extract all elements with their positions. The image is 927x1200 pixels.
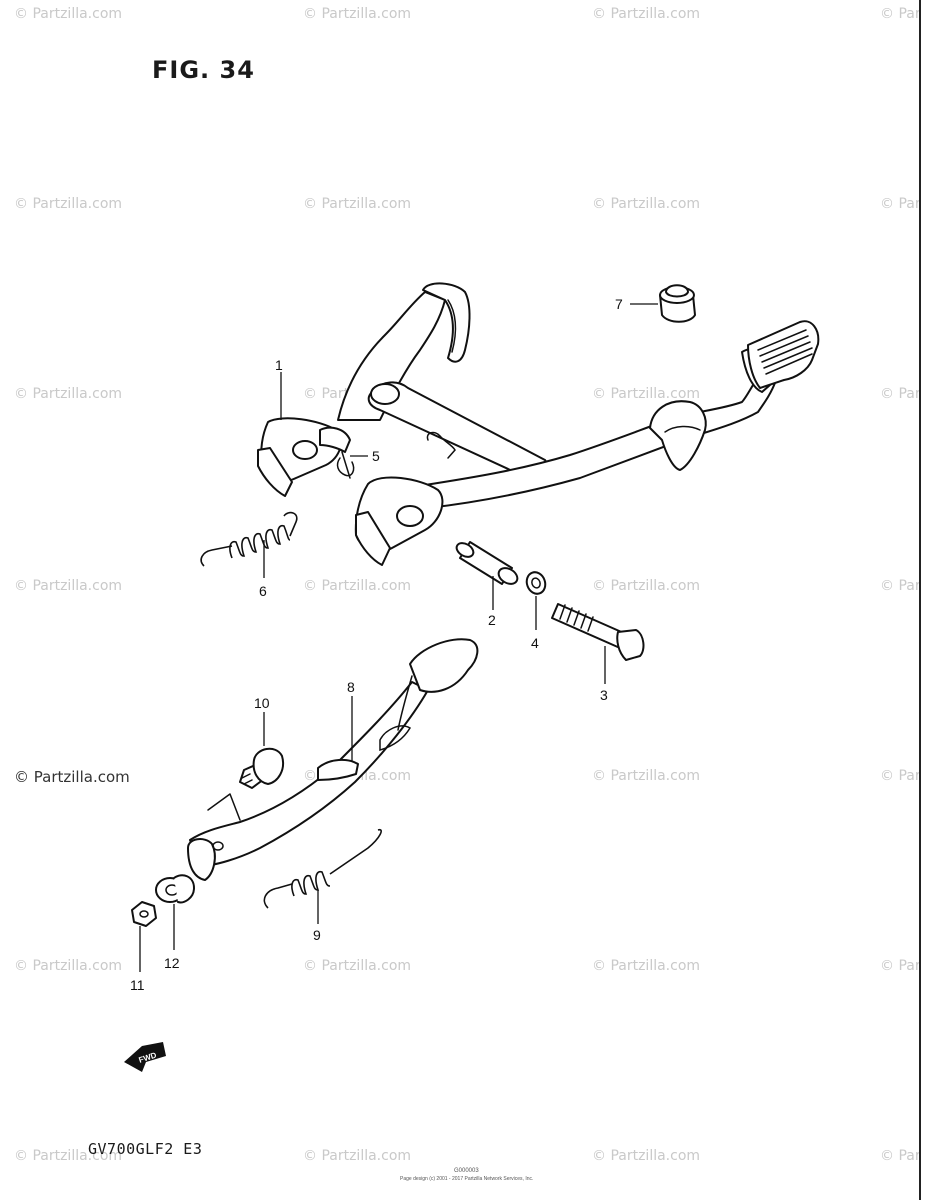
watermark: © Partzilla.com xyxy=(303,1148,412,1164)
stand-spring-lower[interactable] xyxy=(263,828,382,909)
forward-direction-icon: FWD xyxy=(124,1042,166,1072)
stopper-rubber[interactable] xyxy=(659,284,696,323)
center-stand-frame[interactable] xyxy=(257,282,820,566)
watermark: © Partzilla.com xyxy=(303,578,412,594)
leader-lines xyxy=(139,303,658,972)
callout-10: 10 xyxy=(254,695,270,711)
watermark: © Par xyxy=(880,196,921,212)
watermark: © Par xyxy=(880,6,921,22)
cotter-pin[interactable] xyxy=(336,451,355,479)
callout-1: 1 xyxy=(275,357,283,373)
watermark: © Partzilla.com xyxy=(303,196,412,212)
footer-copyright: Page design (c) 2001 - 2017 Partzilla Ne… xyxy=(400,1176,534,1182)
watermark: © Partzilla.com xyxy=(303,6,412,22)
watermark: © Partzilla.com xyxy=(592,958,701,974)
watermark: © Partzilla.com xyxy=(14,578,123,594)
callout-4: 4 xyxy=(531,635,539,651)
watermark: © Partzilla.com xyxy=(592,386,701,402)
watermark: © Par xyxy=(880,578,921,594)
pivot-collar[interactable] xyxy=(454,540,520,587)
callout-5: 5 xyxy=(372,448,380,464)
watermark: © Partzilla.com xyxy=(303,958,412,974)
callout-2: 2 xyxy=(488,612,496,628)
watermark: © Partzilla.com xyxy=(592,6,701,22)
watermark: © Partzilla.com xyxy=(592,578,701,594)
watermark: © Partzilla.com xyxy=(592,768,701,784)
callout-7: 7 xyxy=(615,296,623,312)
callout-9: 9 xyxy=(313,927,321,943)
watermark: © Partzilla.com xyxy=(14,386,123,402)
model-code: GV700GLF2 E3 xyxy=(88,1140,203,1158)
callout-12: 12 xyxy=(164,955,180,971)
watermark: © Partzilla.com xyxy=(14,1148,123,1164)
watermark: © Par xyxy=(880,768,921,784)
side-stand-stop-pin[interactable] xyxy=(239,747,284,789)
watermark: © Partzilla.com xyxy=(592,1148,701,1164)
watermark: © Par xyxy=(880,958,921,974)
washer[interactable] xyxy=(524,570,548,597)
footer-code: G000003 xyxy=(454,1168,479,1174)
pivot-bushing[interactable] xyxy=(155,874,195,904)
watermark: © Partzilla.com xyxy=(592,196,701,212)
pivot-bolt[interactable] xyxy=(551,603,645,661)
callout-6: 6 xyxy=(259,583,267,599)
watermark-prominent: © Partzilla.com xyxy=(14,768,130,786)
callout-11: 11 xyxy=(130,977,145,993)
side-stand[interactable] xyxy=(187,638,479,881)
figure-title: FIG. 34 xyxy=(152,56,255,84)
pivot-nut[interactable] xyxy=(131,901,157,927)
stand-spring-upper[interactable] xyxy=(200,511,298,567)
callout-3: 3 xyxy=(600,687,608,703)
watermark: © Par xyxy=(880,386,921,402)
watermark: © Par xyxy=(880,1148,921,1164)
watermark: © Partzilla.com xyxy=(14,196,123,212)
watermark: © Partzilla.com xyxy=(14,958,123,974)
watermark: © Partzilla.com xyxy=(14,6,123,22)
callout-8: 8 xyxy=(347,679,355,695)
